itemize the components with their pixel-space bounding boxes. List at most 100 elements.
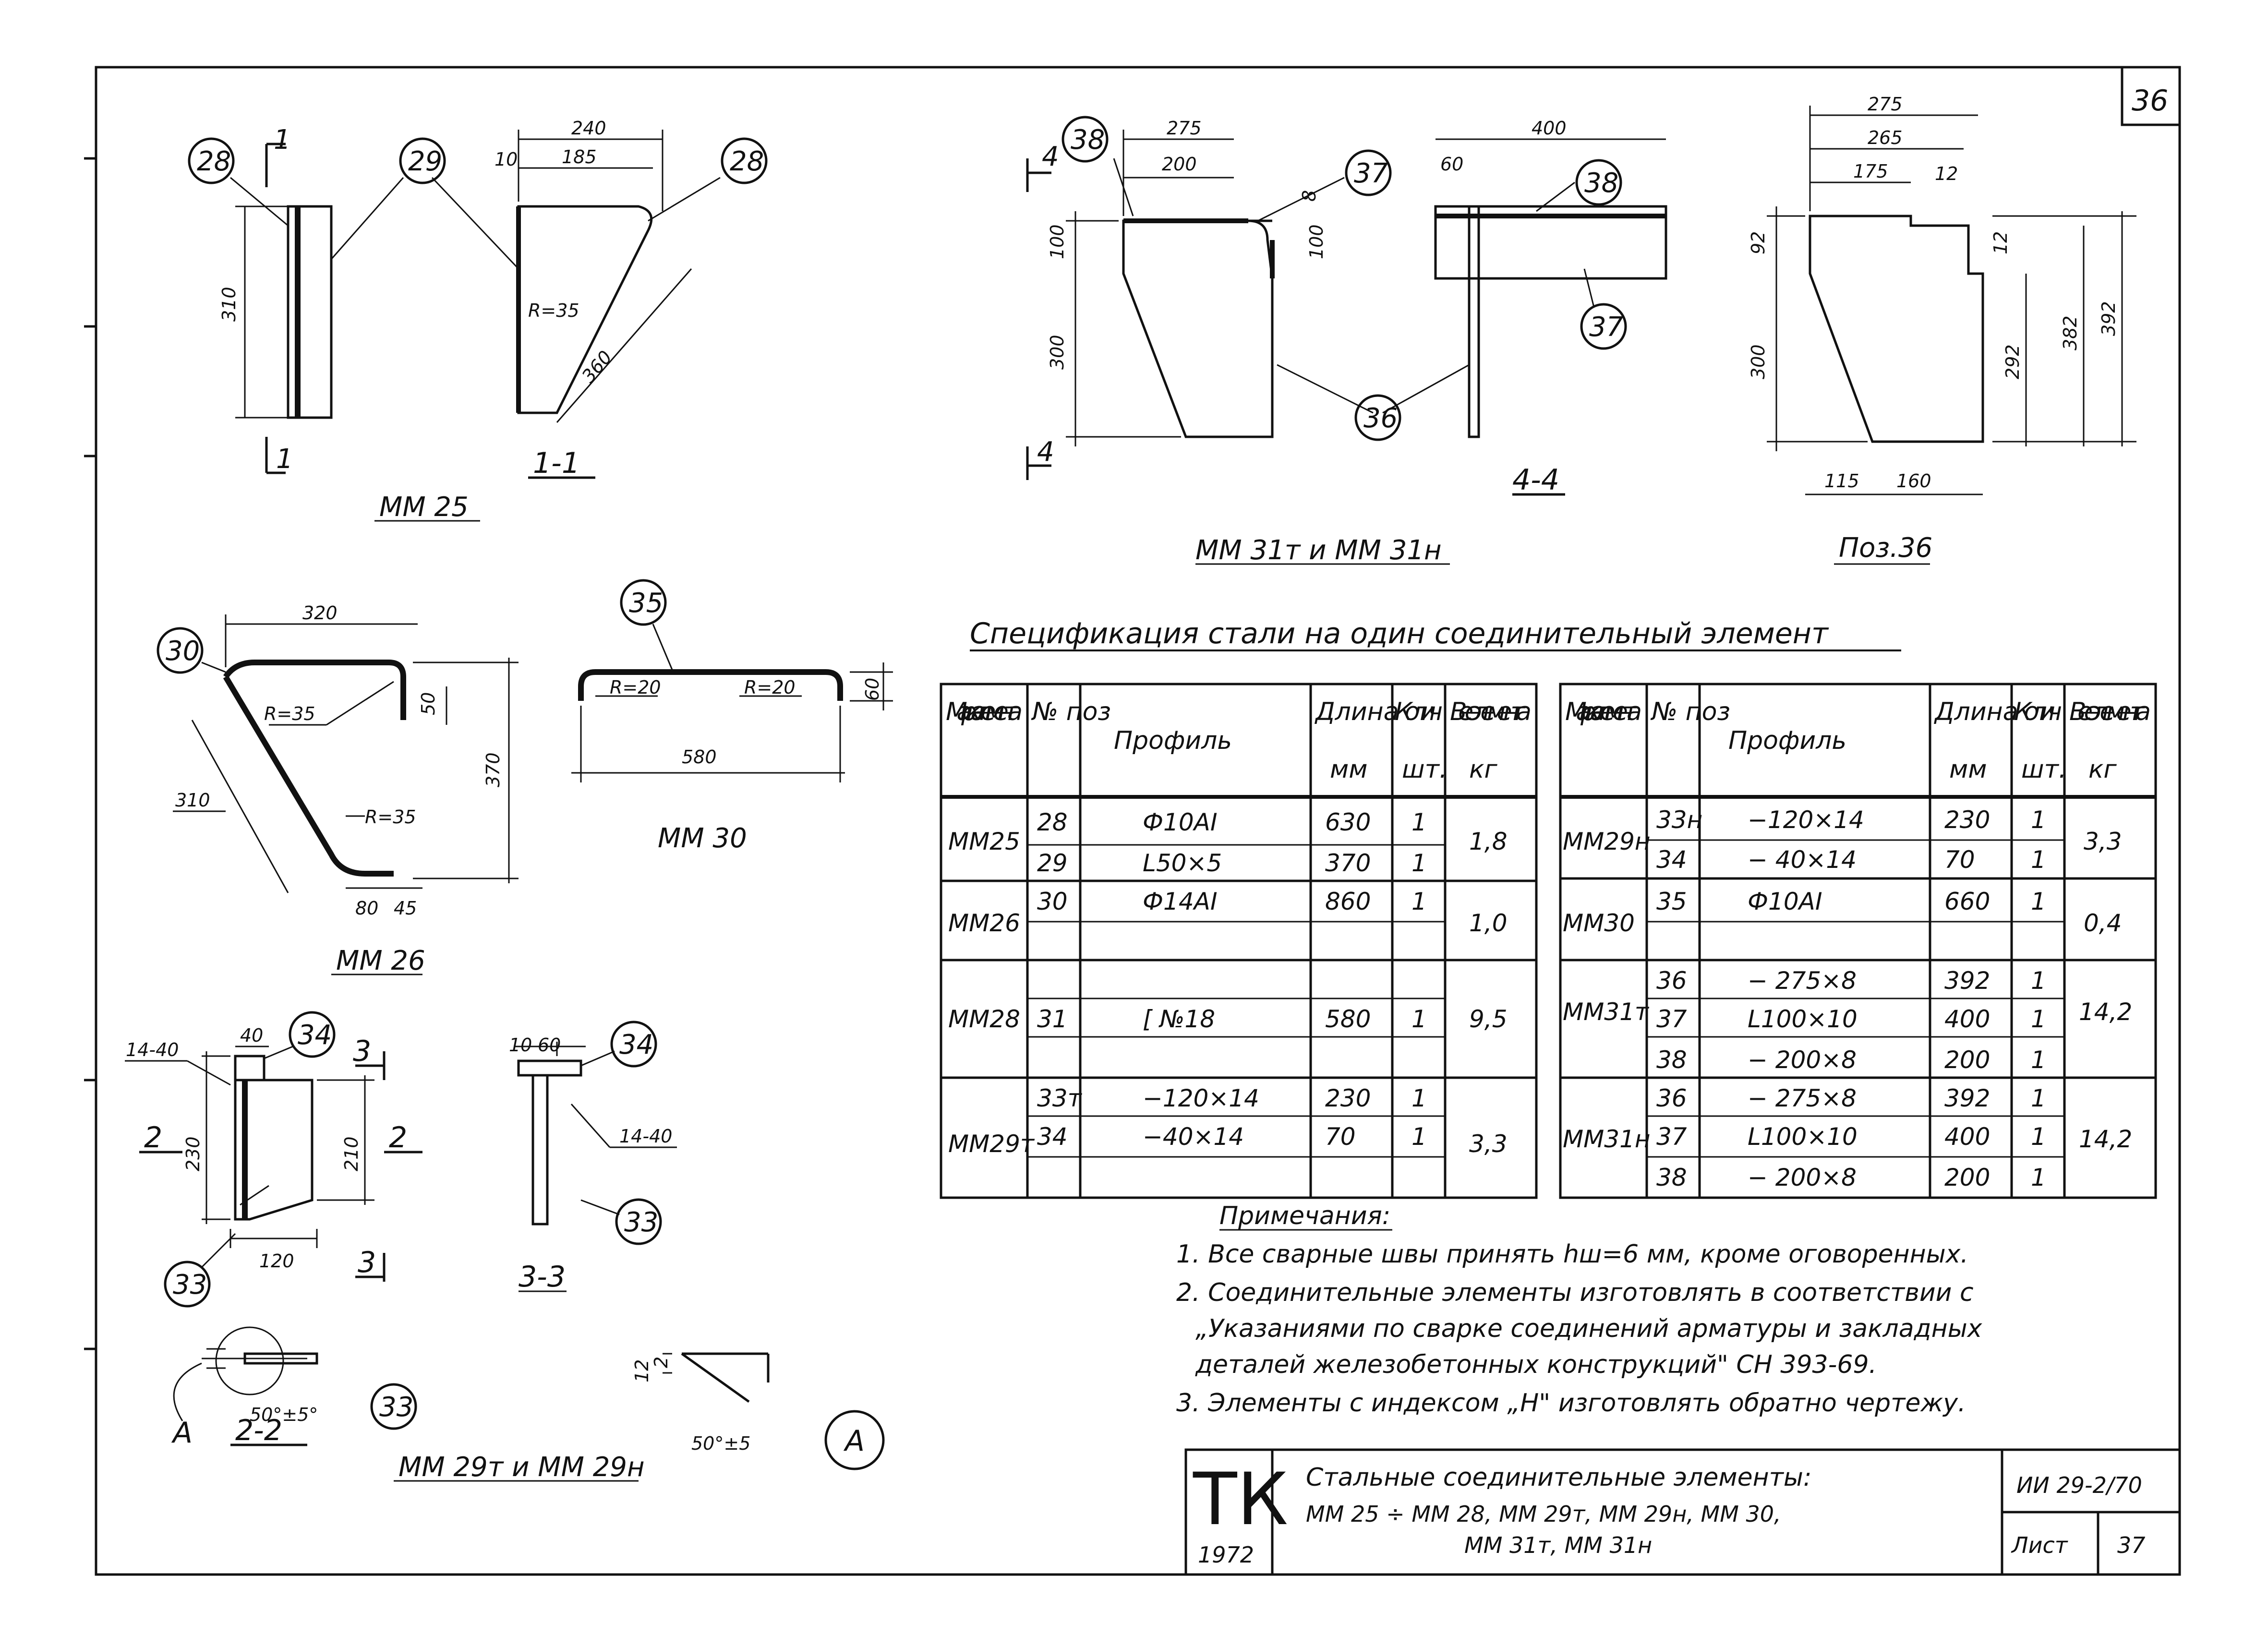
mm25-dim-240: 240: [571, 118, 606, 139]
mm31-cut-mark-top: 4: [1042, 141, 1059, 172]
row-qty: 1: [2031, 1164, 2046, 1191]
pos36-dim-92: 92: [1748, 231, 1769, 254]
mm26-pos-30: 30: [166, 636, 200, 667]
mm31-4-4-pos-38: 38: [1584, 168, 1618, 199]
row-length: 230: [1944, 806, 1990, 834]
mm31-4-4-pos-37: 37: [1589, 312, 1624, 343]
row-length: 660: [1944, 888, 1990, 915]
row-pos: 28: [1037, 808, 1068, 836]
row-pos: 33н: [1656, 806, 1702, 834]
row-qty: 1: [1411, 849, 1427, 877]
title-block-year: 1972: [1198, 1542, 1254, 1568]
pos36-dim-160: 160: [1896, 470, 1931, 492]
row-profile: −120×14: [1143, 1084, 1259, 1112]
mm25-pos-29: 29: [408, 146, 442, 177]
row-length: 230: [1325, 1084, 1371, 1112]
sheet-label: Лист: [2011, 1532, 2068, 1558]
mm29-dim-60: 60: [538, 1034, 561, 1056]
mm29-angle-b: 50°±5: [691, 1433, 750, 1454]
mm31-drawing: [1026, 116, 1667, 565]
mm25-cut-mark-top: 1: [274, 124, 291, 156]
row-mark: ММ31н: [1563, 1125, 1651, 1153]
mm31-4-4-dim-400: 400: [1532, 118, 1567, 139]
row-pos: 31: [1037, 1005, 1068, 1033]
row-qty: 1: [2031, 846, 2046, 874]
doc-code: ИИ 29-2/70: [2016, 1472, 2142, 1498]
row-pos: 34: [1656, 846, 1687, 874]
pos36-dim-12a: 12: [1935, 163, 1958, 184]
row-profile: L100×10: [1748, 1005, 1858, 1033]
title-block-logo: ТК: [1193, 1458, 1288, 1541]
mm30-drawing: [571, 579, 893, 782]
mm29-dim-2: 2: [651, 1357, 672, 1368]
note-3: 3. Элементы с индексом „Н" изготовлять о…: [1176, 1389, 1966, 1418]
mm30-caption: ММ 30: [658, 823, 747, 854]
mm25-drawing: [188, 130, 768, 522]
row-qty: 1: [2031, 806, 2046, 834]
mm29-cut-3-top: 3: [353, 1034, 371, 1068]
row-qty: 1: [2031, 1046, 2046, 1074]
row-profile: − 40×14: [1748, 846, 1857, 874]
mm26-radius-b: R=35: [365, 806, 416, 828]
pos36-dim-292: 292: [2002, 344, 2023, 379]
mm30-dim-580: 580: [682, 746, 717, 768]
row-length: 200: [1944, 1164, 1990, 1191]
row-profile: Ф14АI: [1143, 888, 1218, 915]
row-length: 392: [1944, 1084, 1990, 1112]
mm26-dim-80: 80: [355, 898, 378, 919]
mm29-dim-120: 120: [259, 1250, 294, 1272]
row-profile: − 275×8: [1748, 967, 1857, 995]
spec-header-right: Марка элемента № поз Профиль Длина мм Ко…: [1565, 697, 2151, 784]
spec-title: Спецификация стали на один соединительны…: [970, 617, 1829, 650]
mm29-angle-a: 50°±5°: [250, 1404, 318, 1425]
row-pos: 30: [1037, 888, 1068, 915]
page-number-box: [2121, 66, 2181, 126]
spec-table-left: [940, 683, 1538, 1199]
title-line-3: ММ 31т, ММ 31н: [1464, 1532, 1652, 1558]
row-qty: 1: [1411, 888, 1427, 915]
mm29-dim-14-40b: 14-40: [619, 1126, 672, 1147]
mm26-dim-320: 320: [302, 602, 338, 624]
pos36-dim-265: 265: [1868, 127, 1903, 148]
row-mark: ММ28: [948, 1005, 1020, 1033]
row-pos: 38: [1656, 1046, 1687, 1074]
mm26-dim-45: 45: [394, 898, 417, 919]
row-pos: 34: [1037, 1123, 1068, 1151]
mm25-dim-360: 360: [578, 347, 616, 387]
mm25-dim-10: 10: [495, 149, 518, 170]
row-pos: 35: [1656, 888, 1687, 915]
note-2-cont-a: „Указаниями по сварке соединений арматур…: [1195, 1314, 1983, 1343]
mm30-dim-60: 60: [862, 678, 883, 701]
row-pos: 36: [1656, 1084, 1687, 1112]
mm29-dim-14-40a: 14-40: [126, 1039, 179, 1060]
mm29-dim-12: 12: [631, 1359, 652, 1383]
mm26-caption: ММ 26: [336, 945, 425, 976]
hdr-length-unit: мм: [1949, 755, 1987, 784]
mm30-radius-b: R=20: [744, 677, 796, 698]
row-mark: ММ29т: [948, 1130, 1035, 1158]
row-mark: ММ26: [948, 909, 1020, 937]
mm25-pos-28b: 28: [730, 146, 764, 177]
mm29-pos-33b: 33: [624, 1207, 658, 1238]
mm31-pos-37: 37: [1354, 158, 1388, 189]
row-profile: −40×14: [1143, 1123, 1244, 1151]
sheet-frame: [95, 66, 2181, 1576]
pos36-dim-12b: 12: [1990, 231, 2011, 254]
title-block: [1184, 1448, 2181, 1576]
mm25-pos-28a: 28: [197, 146, 231, 177]
row-weight: 9,5: [1469, 1005, 1508, 1033]
pos36-drawing: [1767, 106, 2136, 565]
row-profile: − 200×8: [1748, 1046, 1857, 1074]
row-mark: ММ30: [1563, 909, 1635, 937]
row-pos: 29: [1037, 849, 1068, 877]
mm31-pos-36: 36: [1363, 403, 1398, 434]
row-pos: 33т: [1037, 1084, 1083, 1112]
hdr-qty-unit: шт.: [2021, 755, 2066, 784]
row-pos: 37: [1656, 1123, 1687, 1151]
row-qty: 1: [1411, 808, 1427, 836]
page-number: 36: [2132, 84, 2168, 118]
row-qty: 1: [1411, 1123, 1427, 1151]
hdr-qty: Колич: [2014, 697, 2062, 726]
row-pos: 38: [1656, 1164, 1687, 1191]
